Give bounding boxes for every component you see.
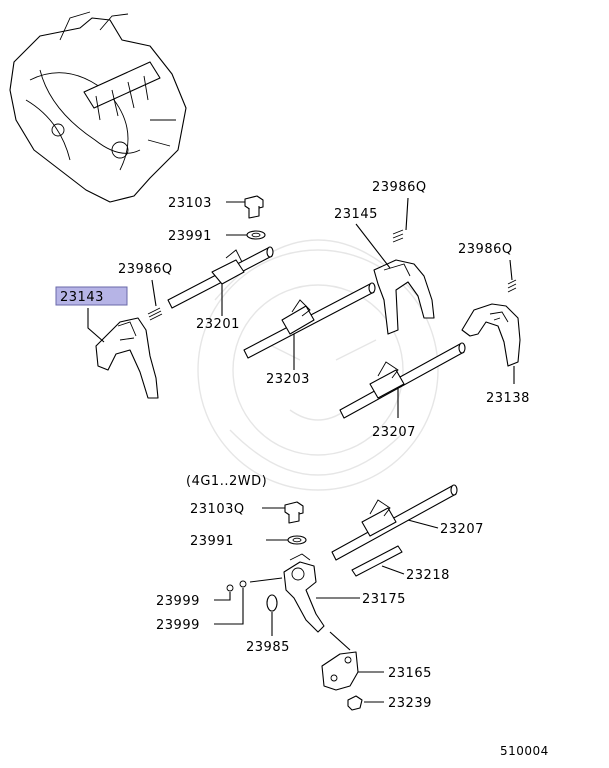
bolt-23103 [226, 195, 264, 219]
label-23986Q-right[interactable]: 23986Q [458, 242, 513, 257]
washer-23991-upper [226, 230, 266, 240]
label-23986Q-upper[interactable]: 23986Q [372, 180, 427, 195]
fork-23145 [355, 223, 435, 335]
washer-23991-lower [266, 535, 307, 545]
rail-23203 [243, 282, 376, 370]
watermark-emblem [197, 239, 439, 491]
label-23218[interactable]: 23218 [406, 568, 450, 583]
label-23207-upper[interactable]: 23207 [372, 425, 416, 440]
label-23143[interactable]: 23143 [60, 290, 104, 305]
label-23103[interactable]: 23103 [168, 196, 212, 211]
clips-23999 [214, 577, 283, 625]
variant-note: (4G1..2WD) [186, 474, 267, 489]
lever-23175 [283, 553, 360, 633]
label-23203[interactable]: 23203 [266, 372, 310, 387]
label-23991-lower[interactable]: 23991 [190, 534, 234, 549]
rail-23201 [167, 246, 274, 316]
pin-23218 [351, 545, 405, 577]
fork-23143 [87, 308, 159, 399]
spring-23986Q-upper [392, 197, 409, 243]
rail-23207-upper [339, 342, 466, 419]
label-23986Q-left[interactable]: 23986Q [118, 262, 173, 277]
label-23145[interactable]: 23145 [334, 207, 378, 222]
highlight-box-23143 [55, 286, 128, 306]
label-23985[interactable]: 23985 [246, 640, 290, 655]
bolt-23239 [347, 695, 384, 711]
label-23207-lower[interactable]: 23207 [440, 522, 484, 537]
label-23239[interactable]: 23239 [388, 696, 432, 711]
bolt-23103Q [262, 501, 304, 524]
label-23991-upper[interactable]: 23991 [168, 229, 212, 244]
rail-23207-lower [331, 484, 458, 561]
label-23175[interactable]: 23175 [362, 592, 406, 607]
label-23201[interactable]: 23201 [196, 317, 240, 332]
label-23999-lower[interactable]: 23999 [156, 618, 200, 633]
spring-23986Q-left [147, 279, 163, 321]
bracket-23165 [321, 631, 384, 691]
label-23999-upper[interactable]: 23999 [156, 594, 200, 609]
spring-23986Q-right [507, 259, 517, 293]
fork-23138 [461, 303, 521, 384]
label-23103Q[interactable]: 23103Q [190, 502, 245, 517]
transmission-case-illustration [9, 11, 187, 203]
ring-23985 [266, 594, 278, 636]
figure-number: 510004 [500, 744, 549, 758]
label-23165[interactable]: 23165 [388, 666, 432, 681]
label-23138[interactable]: 23138 [486, 391, 530, 406]
